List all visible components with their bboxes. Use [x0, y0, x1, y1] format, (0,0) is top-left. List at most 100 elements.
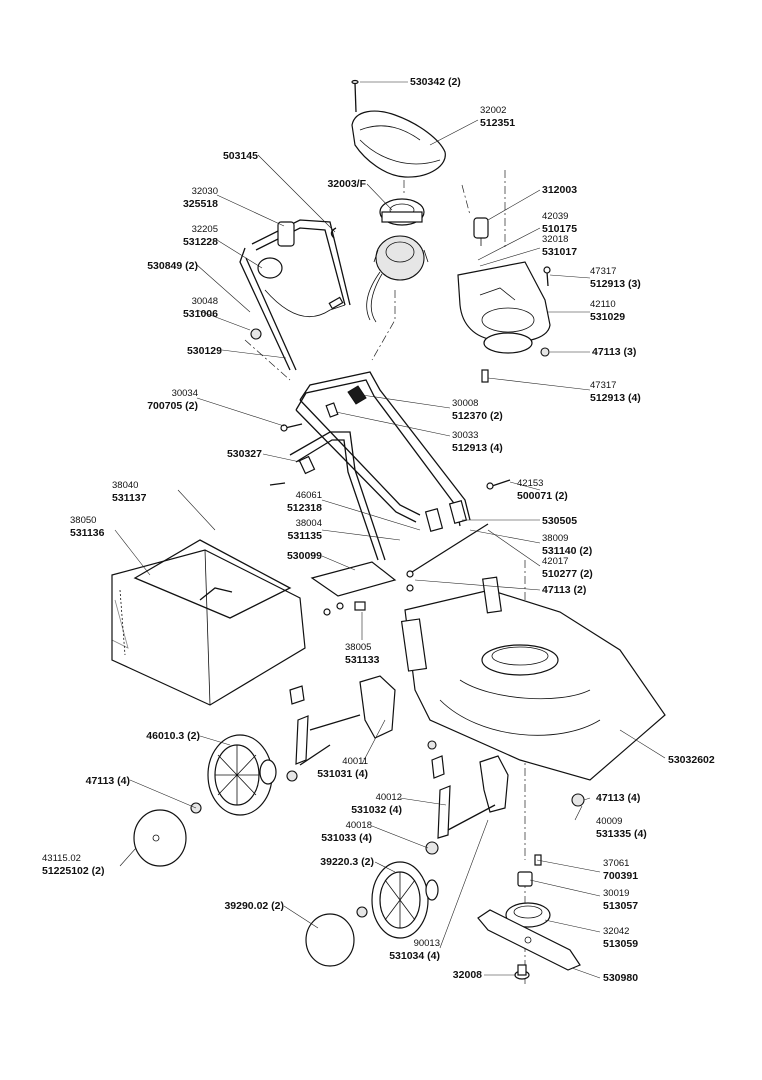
ref-number: 42153	[517, 478, 544, 489]
bolt-30034	[280, 423, 303, 432]
label-32008: 32008	[418, 969, 482, 981]
part-number: 312003	[542, 184, 578, 196]
ref-number: 46061	[295, 490, 322, 501]
hubcap-rear	[133, 809, 187, 867]
part-number: 531335 (4)	[596, 828, 647, 840]
part-number: 530849 (2)	[147, 260, 198, 272]
label-530342: 530342 (2)	[410, 76, 461, 88]
bolt-42153	[486, 479, 511, 490]
label-530327: 530327	[196, 448, 262, 460]
label-39290-02: 39290.02 (2)	[180, 900, 284, 912]
part-number: 39220.3 (2)	[320, 856, 374, 868]
label-47113-4a: 47113 (4)	[62, 775, 130, 787]
part-number: 531137	[112, 492, 147, 504]
label-530129: 530129	[130, 345, 222, 357]
upper-handle	[239, 219, 351, 371]
ref-number: 40009	[596, 816, 623, 827]
ref-number: 38009	[542, 533, 569, 544]
ref-number: 38004	[295, 518, 322, 529]
part-number: 512351	[480, 117, 516, 129]
part-number: 503145	[222, 150, 258, 162]
ref-number: 30008	[452, 398, 479, 409]
ref-number: 38005	[345, 642, 372, 653]
ref-number: 43115.02	[42, 853, 81, 864]
part-number: 53032602	[668, 754, 715, 766]
label-530980: 530980	[603, 972, 638, 984]
rear-wheel	[207, 734, 277, 816]
part-number: 500071 (2)	[517, 490, 568, 502]
part-number: 512913 (4)	[590, 392, 641, 404]
nut-47113-top	[540, 347, 550, 357]
part-number: 512913 (4)	[452, 442, 503, 454]
part-number: 531140 (2)	[542, 545, 593, 557]
blade-adapter	[505, 854, 551, 928]
ref-number: 38050	[70, 515, 97, 526]
part-number: 513059	[603, 938, 639, 950]
ref-number: 32002	[480, 105, 507, 116]
leader-lines	[114, 81, 666, 979]
ref-number: 30019	[603, 888, 630, 899]
bracket-530505	[424, 500, 468, 532]
motor-housing-531029	[457, 261, 551, 354]
part-number: 531033 (4)	[321, 832, 372, 844]
part-number: 531017	[542, 246, 578, 258]
ref-number: 32205	[191, 224, 218, 235]
part-number: 512318	[286, 502, 322, 514]
height-adjuster-front	[425, 740, 585, 855]
label-530099: 530099	[250, 550, 322, 562]
handle-bracket-530327	[289, 431, 386, 561]
ref-number: 47317	[590, 380, 617, 391]
ref-number: 30048	[191, 296, 218, 307]
part-number: 513057	[603, 900, 639, 912]
part-number: 530129	[186, 345, 222, 357]
part-number: 530327	[226, 448, 262, 460]
screw-530327	[269, 482, 286, 486]
ref-number: 40012	[375, 792, 402, 803]
lower-handle	[295, 371, 471, 527]
mower-deck	[400, 576, 666, 781]
label-530505: 530505	[542, 515, 577, 527]
label-39220-3: 39220.3 (2)	[270, 856, 374, 868]
part-number: 39290.02 (2)	[224, 900, 284, 912]
front-wheel	[371, 861, 439, 939]
part-number: 531006	[182, 308, 218, 320]
part-number: 530505	[542, 515, 578, 527]
part-number: 531135	[287, 530, 322, 542]
part-number: 47113 (4)	[596, 792, 641, 804]
ref-number: 30033	[452, 430, 479, 441]
label-46010-3: 46010.3 (2)	[110, 730, 200, 742]
height-adjuster-rear	[286, 675, 396, 782]
label-47113-4b: 47113 (4)	[596, 792, 640, 804]
blade-530980	[477, 909, 581, 971]
ref-number: 32030	[191, 186, 218, 197]
part-number: 700705 (2)	[147, 400, 198, 412]
ref-number: 90013	[413, 938, 440, 949]
part-number: 32003/F	[327, 178, 366, 190]
ref-number: 38040	[112, 480, 139, 491]
part-number: 512913 (3)	[590, 278, 641, 290]
part-number: 530099	[286, 550, 322, 562]
part-number: 531133	[345, 654, 380, 666]
label-32003f: 32003/F	[300, 178, 366, 190]
small-parts-38005	[323, 601, 366, 616]
part-number: 512370 (2)	[452, 410, 503, 422]
part-number: 510277 (2)	[542, 568, 593, 580]
